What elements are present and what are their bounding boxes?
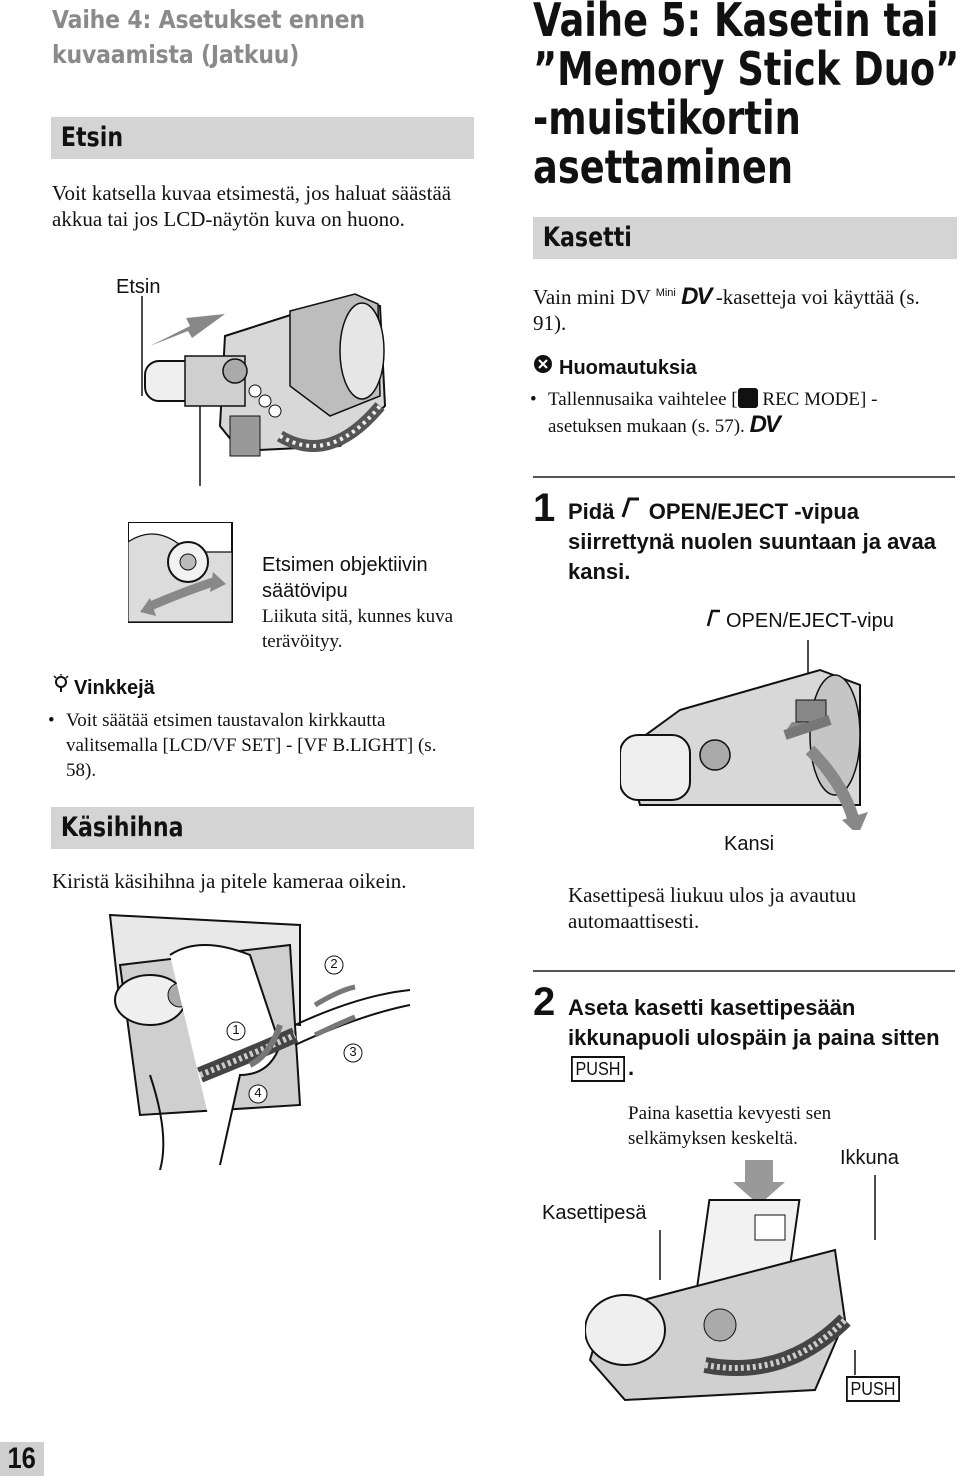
step-2-text: Aseta kasetti kasettipesään ikkunapuoli … — [568, 993, 948, 1083]
label-window: Ikkuna — [840, 1147, 899, 1169]
strap-marker-4: 4 — [254, 1085, 262, 1100]
cassette-body-before: Vain mini DV — [533, 285, 651, 309]
step-2-description: Paina kasettia kevyesti sen selkämyksen … — [628, 1103, 832, 1149]
notes-item-after: REC MODE] -asetuksen mukaan (s. 57). — [548, 389, 878, 437]
cassette-body: Vain mini DV Mini DV -kasetteja voi käyt… — [533, 280, 958, 336]
strap-marker-1: 1 — [232, 1022, 240, 1037]
tape-icon — [737, 388, 758, 408]
cassette-heading-bar: Kasetti — [533, 217, 957, 259]
divider — [533, 476, 955, 478]
tips-heading-text: Vinkkejä — [74, 677, 155, 699]
step-1-text: Pidä OPEN/EJECT -vipua siirrettynä nuole… — [568, 497, 948, 587]
slide-arrow-icon — [621, 497, 643, 527]
mini-label: Mini — [655, 287, 676, 299]
step-2-text-before: Aseta kasetti kasettipesään ikkunapuoli … — [568, 995, 940, 1050]
divider-2 — [533, 970, 955, 972]
mini-dv-logo: DV — [681, 283, 712, 310]
label-lever-line-2: säätövipu — [262, 580, 348, 602]
label-viewfinder: Etsin — [116, 276, 161, 298]
caution-icon — [533, 354, 559, 381]
running-head-line-2: kuvaamista (Jatkuu) — [52, 40, 300, 69]
etsin-heading-bar: Etsin — [51, 117, 474, 159]
tips-item: Voit säätää etsimen taustavalon kirkkaut… — [48, 708, 466, 783]
page-number: 16 — [0, 1442, 44, 1476]
slide-arrow-icon-small — [706, 608, 726, 634]
page-number-text: 16 — [7, 1442, 37, 1475]
running-head: Vaihe 4: Asetukset ennen kuvaamista (Jat… — [52, 2, 492, 72]
cassette-body-after: -kasetteja voi käyttää (s. 91). — [533, 285, 920, 335]
lever-description: Liikuta sitä, kunnes kuva terävöityy. — [262, 606, 454, 652]
strap-heading-bar: Käsihihna — [51, 807, 474, 849]
strap-body: Kiristä käsihihna ja pitele kameraa oike… — [52, 869, 407, 893]
push-marker-text: PUSH — [846, 1376, 901, 1402]
dv-logo: DV — [749, 411, 781, 438]
notes-item: Tallennusaika vaihtelee [ REC MODE] -ase… — [530, 387, 948, 439]
notes-heading: Huomautuksia — [533, 354, 697, 381]
page-title: Vaihe 5: Kasetin tai ”Memory Stick Duo” … — [533, 0, 960, 192]
step-2-text-after: . — [628, 1055, 635, 1080]
label-open-eject-lever: OPEN/EJECT-vipu — [706, 608, 894, 634]
notes-item-before: Tallennusaika vaihtelee [ — [548, 389, 738, 410]
title-line-3: -muistikortin — [533, 91, 801, 145]
tips-heading: Vinkkejä — [52, 674, 155, 701]
strap-marker-3: 3 — [349, 1044, 357, 1059]
label-lid: Kansi — [724, 833, 775, 855]
hand-strap-illustration — [108, 913, 411, 1170]
lever-closeup-illustration — [128, 522, 233, 623]
camera-open-lid-illustration — [620, 640, 868, 830]
label-lever-line-1: Etsimen objektiivin — [262, 554, 428, 576]
label-open-eject-lever-text: OPEN/EJECT-vipu — [726, 610, 894, 632]
cassette-heading: Kasetti — [542, 222, 632, 253]
label-compartment: Kasettipesä — [542, 1202, 647, 1224]
step-1-number: 1 — [533, 486, 556, 530]
step-1-description: Kasettipesä liukuu ulos ja avautuu autom… — [568, 883, 857, 933]
push-marker: PUSH — [843, 1376, 903, 1402]
notes-heading-text: Huomautuksia — [559, 357, 697, 379]
push-button-label: PUSH — [571, 1056, 626, 1082]
step-2-number: 2 — [533, 980, 556, 1024]
lightbulb-icon — [52, 674, 74, 701]
etsin-body: Voit katsella kuvaa etsimestä, jos halua… — [52, 181, 452, 231]
title-line-1: Vaihe 5: Kasetin tai — [533, 0, 939, 47]
running-head-line-1: Vaihe 4: Asetukset ennen — [52, 5, 365, 34]
step-1-text-before: Pidä — [568, 499, 615, 524]
strap-marker-2: 2 — [330, 956, 338, 971]
title-line-2: ”Memory Stick Duo” — [533, 42, 960, 96]
camera-viewfinder-illustration — [141, 293, 387, 486]
step-1-text-after: OPEN/EJECT -vipua siirrettynä nuolen suu… — [568, 499, 937, 584]
title-line-4: asettaminen — [533, 140, 794, 194]
camera-cassette-insert-illustration — [585, 1160, 876, 1402]
etsin-heading: Etsin — [60, 122, 124, 153]
strap-heading: Käsihihna — [60, 812, 184, 843]
